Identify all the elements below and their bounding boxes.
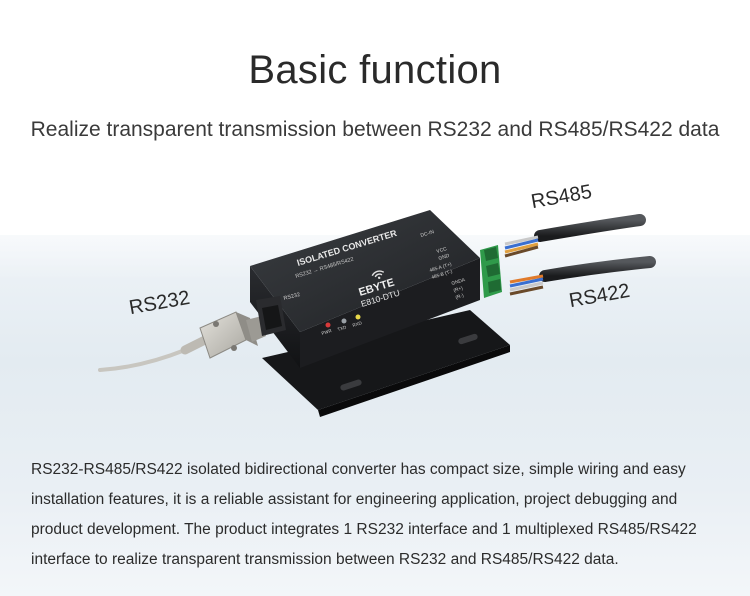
product-description: RS232-RS485/RS422 isolated bidirectional… — [31, 461, 697, 568]
device-vcc: VCC — [436, 246, 448, 255]
rs422-cable — [509, 256, 656, 296]
device-pin-gnda: GNDA — [451, 277, 467, 287]
device-led-txd: TXD — [337, 324, 348, 332]
device-led-pwr: PWR — [321, 328, 333, 336]
device-led-rxd: RXD — [352, 320, 363, 328]
converter-device — [250, 210, 510, 417]
device-pin-r-minus: (R-) — [455, 293, 465, 301]
device-pin-r-plus: (R+) — [453, 285, 464, 294]
device-port-rs232: RS232 — [283, 292, 301, 302]
page-subtitle: Realize transparent transmission between… — [30, 118, 720, 141]
device-dc-in: DC-IN — [420, 229, 435, 239]
device-gnd: GND — [438, 253, 451, 262]
page-title: Basic function — [248, 48, 502, 92]
rs485-cable — [504, 214, 646, 258]
rs232-cable — [98, 311, 266, 372]
